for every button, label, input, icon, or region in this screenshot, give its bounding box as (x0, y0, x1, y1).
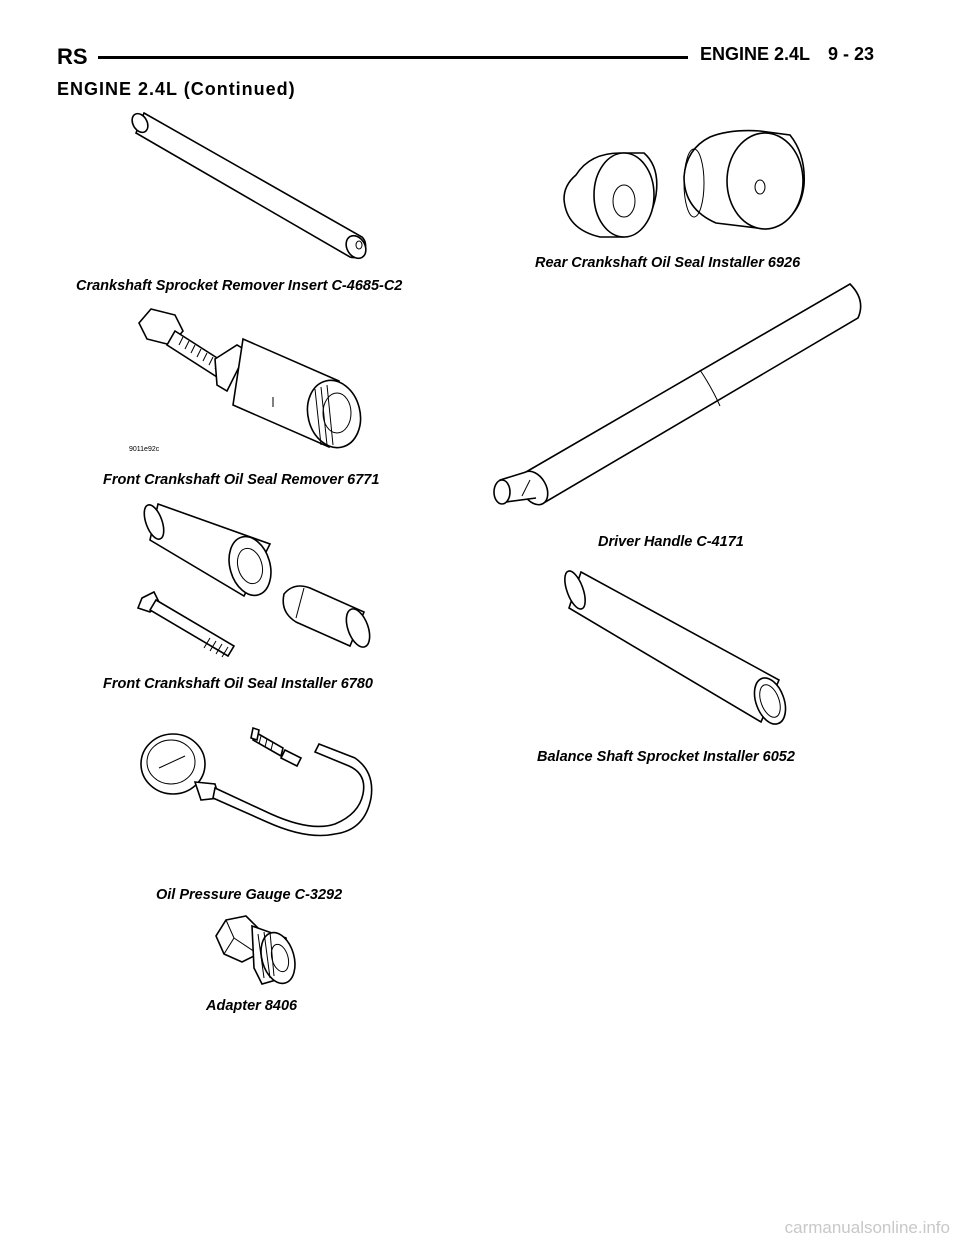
oil-pressure-gauge-illustration (135, 722, 375, 852)
front-seal-remover-illustration: 9011e92c (129, 305, 375, 453)
sprocket-remover-insert-illustration (130, 105, 380, 265)
watermark: carmanualsonline.info (784, 1218, 950, 1237)
caption-adapter: Adapter 8406 (206, 998, 298, 1014)
caption-balance-shaft-installer: Balance Shaft Sprocket Installer 6052 (537, 749, 795, 765)
page-subtitle: ENGINE 2.4L (Continued) (57, 79, 296, 99)
caption-sprocket-remover-insert: Crankshaft Sprocket Remover Insert C-468… (76, 278, 403, 294)
section-title: ENGINE 2.4L (700, 44, 811, 64)
page-number: 9 - 23 (828, 44, 875, 64)
front-seal-installer-illustration (130, 500, 380, 660)
header-rule (98, 56, 688, 59)
caption-front-seal-remover: Front Crankshaft Oil Seal Remover 6771 (103, 472, 380, 488)
caption-driver-handle: Driver Handle C-4171 (598, 534, 744, 550)
caption-rear-seal-installer: Rear Crankshaft Oil Seal Installer 6926 (535, 255, 801, 271)
balance-shaft-installer-illustration (565, 568, 795, 728)
section-code: RS (57, 44, 88, 69)
driver-handle-illustration (490, 280, 870, 520)
figure-id: 9011e92c (129, 446, 160, 453)
adapter-illustration (212, 912, 302, 992)
rear-seal-installer-illustration (560, 125, 810, 250)
caption-front-seal-installer: Front Crankshaft Oil Seal Installer 6780 (103, 676, 373, 692)
caption-oil-pressure-gauge: Oil Pressure Gauge C-3292 (156, 887, 343, 903)
